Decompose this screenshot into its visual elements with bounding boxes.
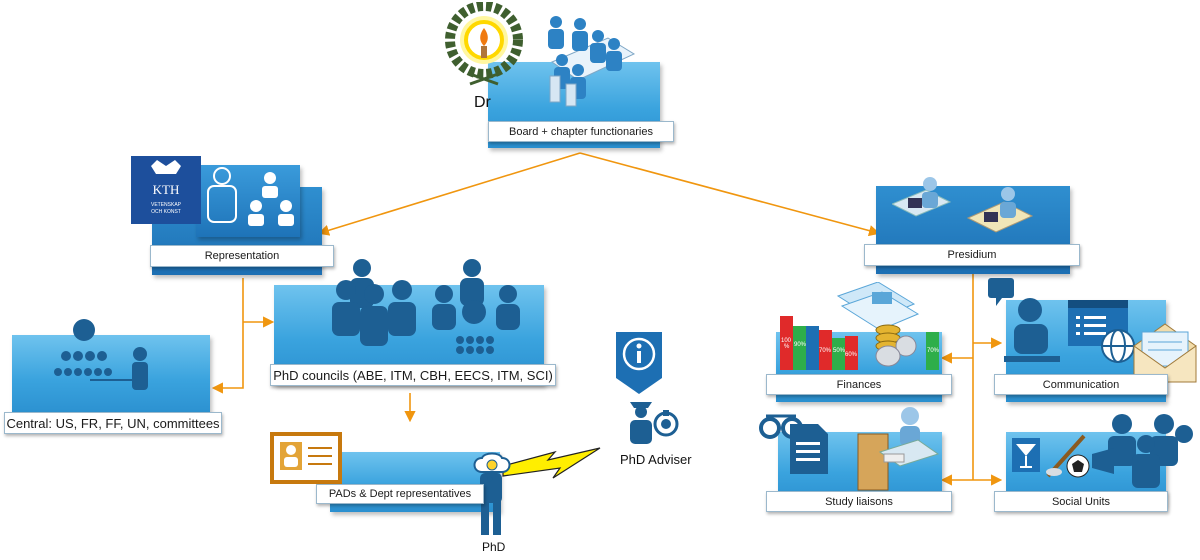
lightning-icon bbox=[502, 447, 601, 479]
phd-adviser-label: PhD Adviser bbox=[620, 452, 692, 467]
central-panel bbox=[12, 335, 210, 417]
representation-to-central-arrow bbox=[211, 278, 244, 394]
social-units-label: Social Units bbox=[994, 491, 1168, 512]
speech-person-icon bbox=[988, 278, 1060, 362]
svg-text:70%: 70% bbox=[927, 348, 940, 354]
pads-label: PADs & Dept representatives bbox=[316, 484, 484, 504]
finances-label: Finances bbox=[766, 374, 952, 395]
sports-icon bbox=[1046, 434, 1090, 478]
presidium-label: Presidium bbox=[864, 244, 1080, 266]
svg-text:60%: 60% bbox=[845, 352, 858, 358]
board-to-presidium-arrow bbox=[579, 152, 881, 237]
study-liaisons-label: Study liaisons bbox=[766, 491, 952, 512]
torch-wreath-icon bbox=[445, 2, 523, 86]
coins-icon bbox=[875, 324, 917, 367]
study-desk-icon bbox=[857, 407, 940, 491]
representation-label: Representation bbox=[150, 245, 334, 267]
board-label: Board + chapter functionaries bbox=[488, 121, 674, 142]
communication-label: Communication bbox=[994, 374, 1168, 395]
kth-logo: KTH VETENSKAP OCH KONST bbox=[131, 156, 201, 224]
document-icon bbox=[790, 424, 828, 474]
email-icon bbox=[1133, 323, 1197, 383]
security-adviser-icon bbox=[630, 402, 679, 444]
desk-workers-icon bbox=[892, 177, 1034, 233]
people-hierarchy-icon bbox=[207, 167, 294, 226]
cocktail-icon bbox=[1012, 438, 1040, 472]
kth-logo-text: KTH bbox=[153, 182, 180, 197]
dr-label: Dr bbox=[474, 94, 491, 111]
board-to-representation-arrow bbox=[317, 152, 581, 236]
globe-icon bbox=[1101, 329, 1135, 363]
presenter-icon bbox=[54, 319, 148, 390]
svg-text:70%: 70% bbox=[819, 348, 832, 354]
people-group-icon bbox=[332, 259, 520, 354]
finance-chart-icon: 100% 90% 70% 50% 60% 70% bbox=[780, 282, 940, 370]
phd-councils-label: PhD councils (ABE, ITM, CBH, EECS, ITM, … bbox=[270, 364, 556, 386]
svg-text:90%: 90% bbox=[794, 342, 807, 348]
info-icon bbox=[616, 332, 662, 394]
id-card-icon bbox=[270, 432, 342, 484]
central-label: Central: US, FR, FF, UN, committees bbox=[4, 412, 222, 434]
social-people-icon bbox=[1092, 414, 1193, 488]
board-meeting-icon bbox=[548, 16, 636, 107]
svg-text:%: % bbox=[784, 344, 790, 350]
bar-label: 100 bbox=[781, 338, 792, 344]
svg-text:VETENSKAP: VETENSKAP bbox=[151, 202, 182, 208]
svg-text:50%: 50% bbox=[833, 348, 846, 354]
phd-label: PhD bbox=[482, 540, 506, 554]
svg-text:OCH KONST: OCH KONST bbox=[151, 209, 181, 215]
thought-bubble-icon bbox=[473, 452, 511, 482]
